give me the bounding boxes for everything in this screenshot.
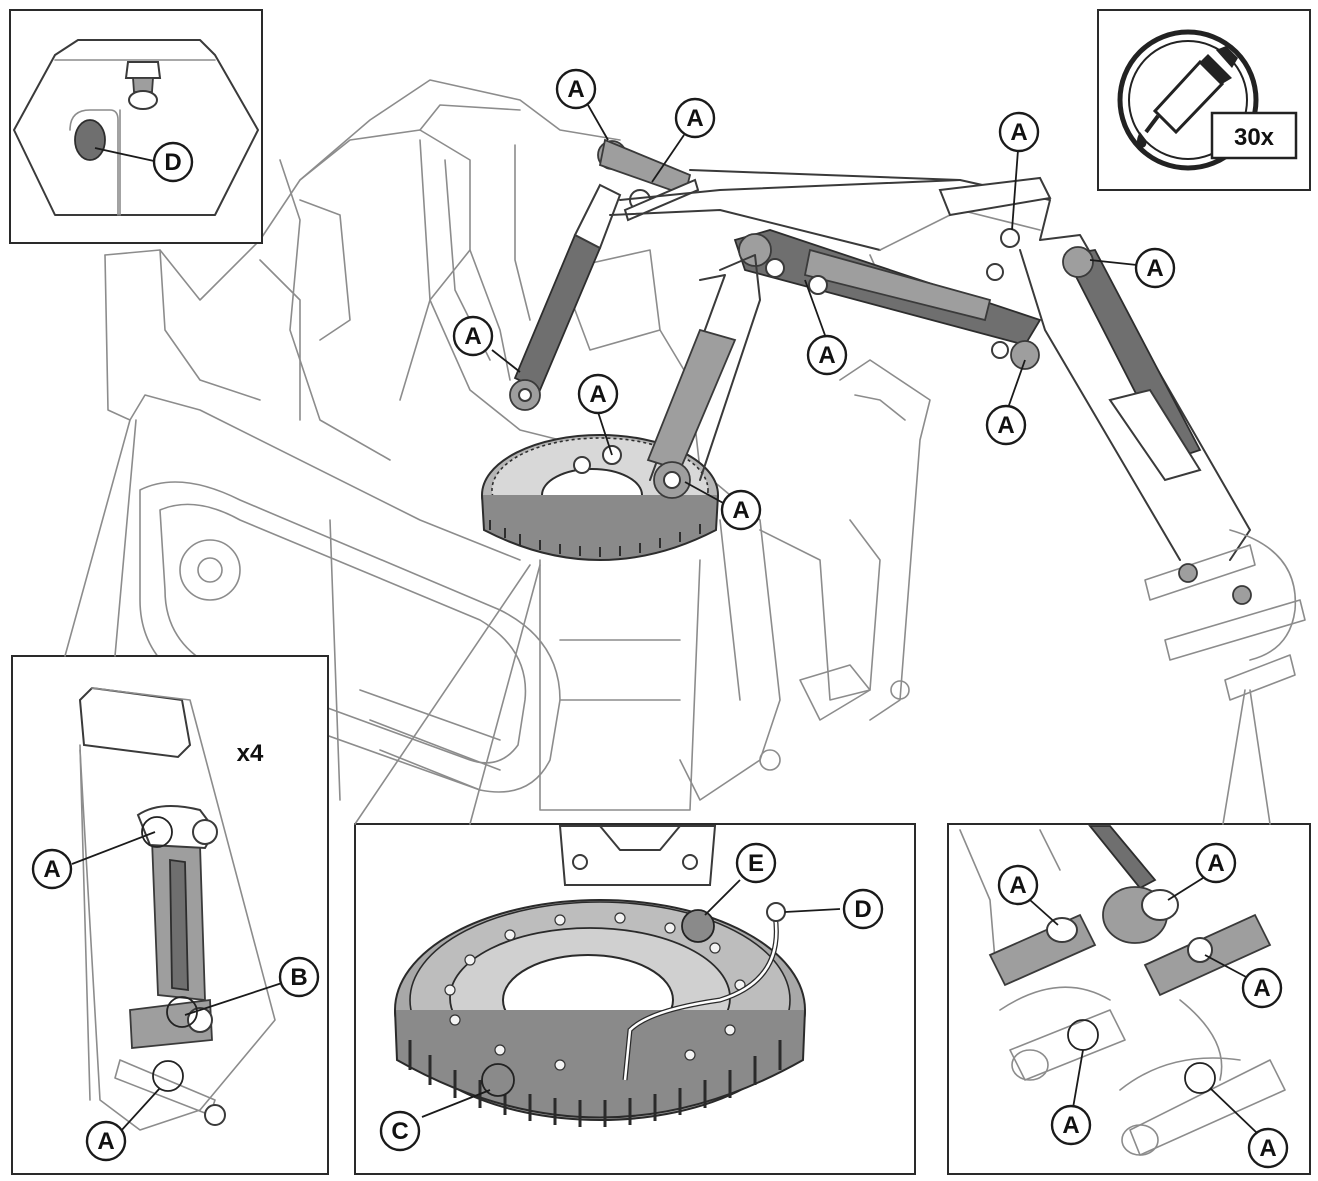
svg-text:E: E [748, 850, 764, 877]
callout-e-slewing-ring: E [735, 842, 777, 884]
main-leaders [491, 104, 1138, 505]
inset-lift-arm: x4 [11, 419, 329, 1175]
callout-a-pins-lower-right: A [1247, 1127, 1289, 1169]
svg-text:A: A [1207, 850, 1224, 877]
svg-text:D: D [164, 149, 181, 176]
inset-attachment-pins [947, 689, 1311, 1175]
callout-d-slewing-ring: D [842, 888, 884, 930]
stick-cylinder [733, 229, 1042, 370]
callout-d-inset: D [152, 141, 194, 183]
callout-bubbles: D A A A A A A A [31, 68, 1289, 1169]
callout-a-lift-arm-bottom: A [85, 1120, 127, 1162]
callout-a-mast-pin: A [720, 489, 762, 531]
callout-a-dipper-pivot: A [1134, 247, 1176, 289]
svg-text:A: A [97, 1128, 114, 1155]
svg-text:A: A [43, 856, 60, 883]
callout-a-stick-end: A [985, 404, 1027, 446]
svg-text:A: A [589, 381, 606, 408]
lift-arm-quantity: x4 [237, 740, 264, 767]
callout-a-pins-right: A [1241, 967, 1283, 1009]
grease-gun-icon [1117, 29, 1259, 171]
svg-text:B: B [290, 964, 307, 991]
inset-grease-nipple [9, 9, 263, 244]
callout-b-lift-arm: B [278, 956, 320, 998]
callout-a-pins-left: A [997, 864, 1039, 906]
svg-text:C: C [391, 1118, 408, 1145]
callout-a-arm-pivot: A [998, 111, 1040, 153]
mast-cylinder [573, 254, 761, 499]
svg-text:A: A [1146, 255, 1163, 282]
boom-cylinder [509, 138, 700, 411]
svg-text:A: A [567, 76, 584, 103]
inset-slewing-ring [354, 564, 916, 1175]
svg-text:A: A [997, 412, 1014, 439]
svg-text:A: A [686, 105, 703, 132]
svg-text:D: D [854, 896, 871, 923]
callout-a-stick-cylinder: A [806, 334, 848, 376]
svg-text:A: A [464, 323, 481, 350]
grease-interval-label: 30x [1234, 124, 1275, 151]
svg-text:A: A [1062, 1112, 1079, 1139]
callout-a-boom-top: A [555, 68, 597, 110]
callout-c-slewing-ring: C [379, 1110, 421, 1152]
callout-a-pins-top: A [1195, 842, 1237, 884]
callout-a-lift-arm-top: A [31, 848, 73, 890]
svg-text:A: A [1010, 119, 1027, 146]
callout-a-pins-lower-left: A [1050, 1104, 1092, 1146]
callout-a-boom-link: A [674, 97, 716, 139]
dipper-cylinder [986, 228, 1306, 701]
svg-text:A: A [1253, 975, 1270, 1002]
svg-text:A: A [818, 342, 835, 369]
svg-text:A: A [1259, 1135, 1276, 1162]
callout-a-mast-base: A [577, 373, 619, 415]
slewing-ring [481, 434, 719, 561]
inset-grease-interval: 30x [1097, 9, 1311, 191]
svg-text:A: A [1009, 872, 1026, 899]
callout-a-boom-base: A [452, 315, 494, 357]
svg-text:A: A [732, 497, 749, 524]
